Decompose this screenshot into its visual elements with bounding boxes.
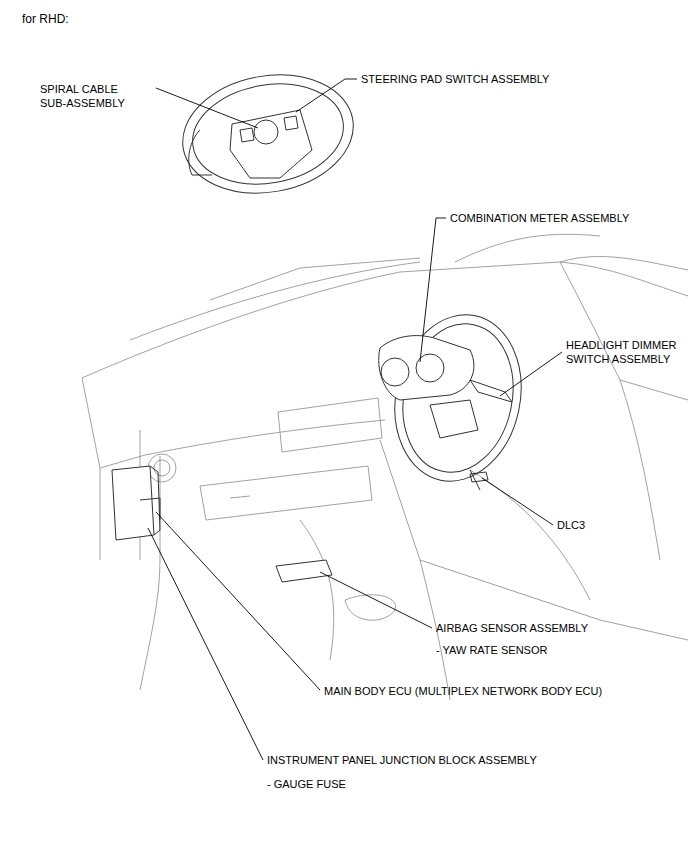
component-shapes [112, 466, 488, 582]
small-steering-wheel [173, 62, 363, 206]
part-label: SPIRAL CABLE SUB-ASSEMBLY [40, 82, 135, 110]
interior-outline [82, 234, 688, 700]
part-label: INSTRUMENT PANEL JUNCTION BLOCK ASSEMBLY [267, 753, 537, 767]
part-label: - GAUGE FUSE [267, 777, 346, 791]
part-label: HEADLIGHT DIMMER SWITCH ASSEMBLY [566, 338, 681, 366]
main-steering-wheel [379, 303, 536, 493]
part-label: COMBINATION METER ASSEMBLY [450, 211, 629, 225]
part-label: DLC3 [557, 518, 585, 532]
leader-lines [148, 79, 562, 760]
part-label: MAIN BODY ECU (MULTIPLEX NETWORK BODY EC… [324, 684, 602, 698]
heading: for RHD: [22, 12, 69, 26]
part-label: STEERING PAD SWITCH ASSEMBLY [361, 72, 549, 86]
part-label: AIRBAG SENSOR ASSEMBLY [436, 621, 588, 635]
part-label: - YAW RATE SENSOR [436, 643, 547, 657]
